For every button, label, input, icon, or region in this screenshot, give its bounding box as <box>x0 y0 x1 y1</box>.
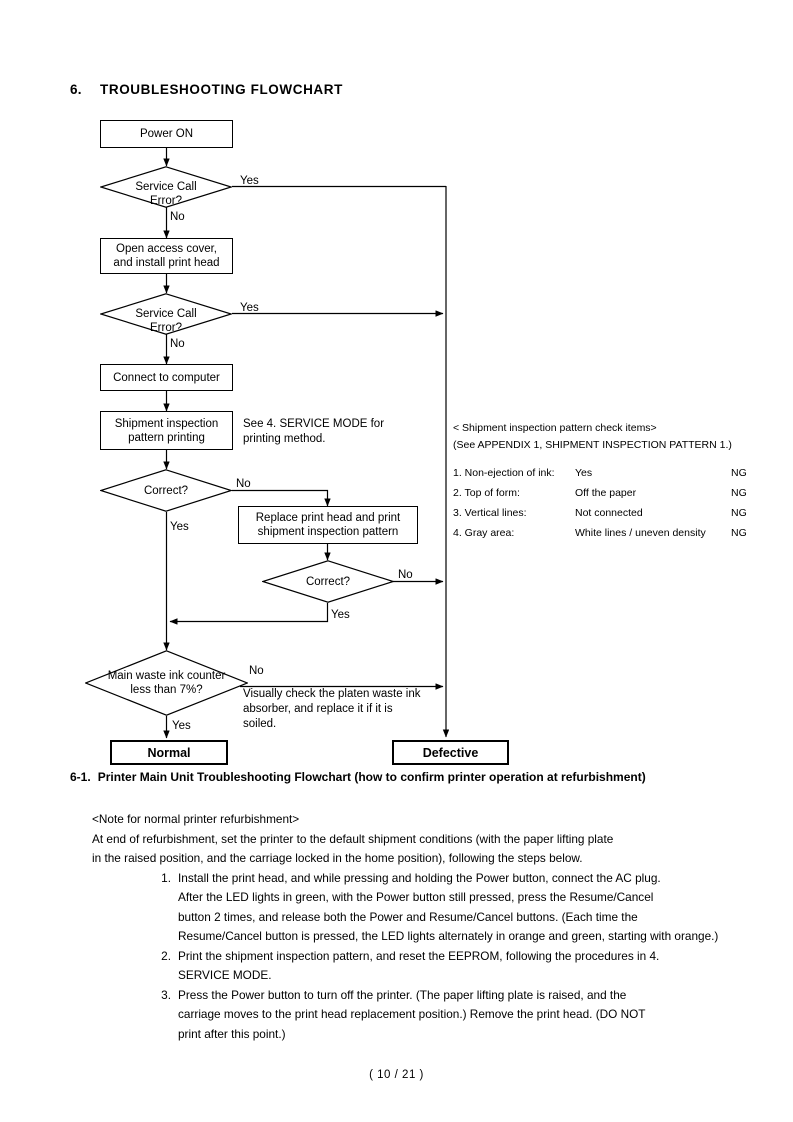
node-service-call-error-2: Service Call Error? <box>100 293 232 335</box>
node-connect-to-computer-label: Connect to computer <box>113 371 220 384</box>
check-item-label: 1. Non-ejection of ink: <box>453 467 555 479</box>
check-item-value: Yes <box>575 467 593 479</box>
notes-step: 1. Install the print head, and while pre… <box>92 869 742 947</box>
notes-step-number: 3. <box>161 987 171 1002</box>
node-correct-1: Correct? <box>100 469 232 512</box>
node-shipment-inspection: Shipment inspection pattern printing <box>100 411 233 450</box>
check-item-label: 3. Vertical lines: <box>453 507 527 519</box>
node-replace-print-head-line2: shipment inspection pattern <box>257 526 399 538</box>
node-replace-print-head: Replace print head and print shipment in… <box>238 506 418 544</box>
figure-caption: 6-1. Printer Main Unit Troubleshooting Fl… <box>70 770 770 784</box>
check-item-label: 2. Top of form: <box>453 487 520 499</box>
edge-label-no-correct-2: No <box>398 569 413 581</box>
notes-step: 2. Print the shipment inspection pattern… <box>92 947 742 986</box>
node-waste-ink-counter-label: Main waste ink counter less than 7%? <box>107 670 226 696</box>
node-shipment-inspection-line1: Shipment inspection <box>114 417 219 430</box>
diamond-shape <box>100 166 232 208</box>
figure-caption-number: 6-1. <box>70 770 91 784</box>
edge-label-no-2: No <box>170 338 185 350</box>
check-items-title: < Shipment inspection pattern check item… <box>453 422 657 434</box>
node-correct-2-label: Correct? <box>305 575 351 588</box>
diamond-shape <box>100 293 232 335</box>
node-open-access-cover-line2: and install print head <box>113 257 220 269</box>
check-item-value: White lines / uneven density <box>575 527 706 539</box>
node-defective: Defective <box>392 740 509 765</box>
edge-label-yes-correct-1: Yes <box>170 521 189 533</box>
node-correct-2: Correct? <box>262 560 394 603</box>
node-open-access-cover-line1: Open access cover, <box>116 243 217 255</box>
node-waste-ink-counter: Main waste ink counter less than 7%? <box>85 650 248 716</box>
notes-intro-line: At end of refurbishment, set the printer… <box>92 831 614 846</box>
node-normal: Normal <box>110 740 228 765</box>
edge-label-yes-1: Yes <box>240 175 259 187</box>
node-service-call-error-2-label: Service Call Error? <box>135 308 197 334</box>
notes-step-number: 2. <box>161 948 171 963</box>
notes-step-text: Press the Power button to turn off the p… <box>178 987 646 1041</box>
node-power-on-label: Power ON <box>139 128 194 140</box>
check-item-label: 4. Gray area: <box>453 527 515 539</box>
note-service-mode: See 4. SERVICE MODE for printing method. <box>243 418 385 445</box>
node-normal-label: Normal <box>147 745 191 760</box>
diamond-shape <box>262 560 394 603</box>
check-item-value: Not connected <box>575 507 643 519</box>
node-correct-1-label: Correct? <box>143 484 189 497</box>
check-item-value: Off the paper <box>575 487 637 499</box>
node-service-call-error-1-label: Service Call Error? <box>135 181 197 207</box>
diamond-shape <box>85 650 248 716</box>
node-connect-to-computer: Connect to computer <box>100 364 233 391</box>
edge-label-yes-correct-2: Yes <box>331 609 350 621</box>
figure-caption-text: Printer Main Unit Troubleshooting Flowch… <box>97 770 646 784</box>
check-item-result: NG <box>731 467 747 479</box>
edge-label-no-1: No <box>170 211 185 223</box>
check-item-result: NG <box>731 507 747 519</box>
edge-label-yes-waste: Yes <box>172 720 191 732</box>
notes-intro-line: in the raised position, and the carriage… <box>92 851 583 865</box>
node-shipment-inspection-line2: pattern printing <box>128 431 205 444</box>
page-title: TROUBLESHOOTING FLOWCHART <box>100 82 343 97</box>
node-service-call-error-1: Service Call Error? <box>100 166 232 208</box>
notes-step-text: Install the print head, and while pressi… <box>178 870 719 944</box>
diamond-shape <box>100 469 232 512</box>
edge-label-no-waste: No <box>249 665 264 677</box>
notes-step-text: Print the shipment inspection pattern, a… <box>178 948 660 983</box>
node-power-on: Power ON <box>100 120 233 148</box>
edge-label-no-correct-1: No <box>236 478 251 490</box>
notes-step: 3. Press the Power button to turn off th… <box>92 986 742 1045</box>
check-item-result: NG <box>731 527 747 539</box>
notes-step-number: 1. <box>161 870 171 885</box>
node-defective-label: Defective <box>422 745 479 760</box>
notes-block: <Note for normal printer refurbishment> … <box>92 810 742 1044</box>
check-items-subtitle: (See APPENDIX 1, SHIPMENT INSPECTION PAT… <box>453 439 732 451</box>
notes-title: <Note for normal printer refurbishment> <box>92 812 300 826</box>
node-replace-print-head-line1: Replace print head and print <box>255 512 401 524</box>
check-item-result: NG <box>731 487 747 499</box>
notes-step-list: 1. Install the print head, and while pre… <box>92 869 742 1045</box>
edge-label-yes-2: Yes <box>240 302 259 314</box>
note-platen-check: Visually check the platen waste ink abso… <box>243 688 421 730</box>
section-number: 6. <box>70 82 82 97</box>
node-open-access-cover: Open access cover, and install print hea… <box>100 238 233 274</box>
page-number: ( 10 / 21 ) <box>369 1069 424 1081</box>
